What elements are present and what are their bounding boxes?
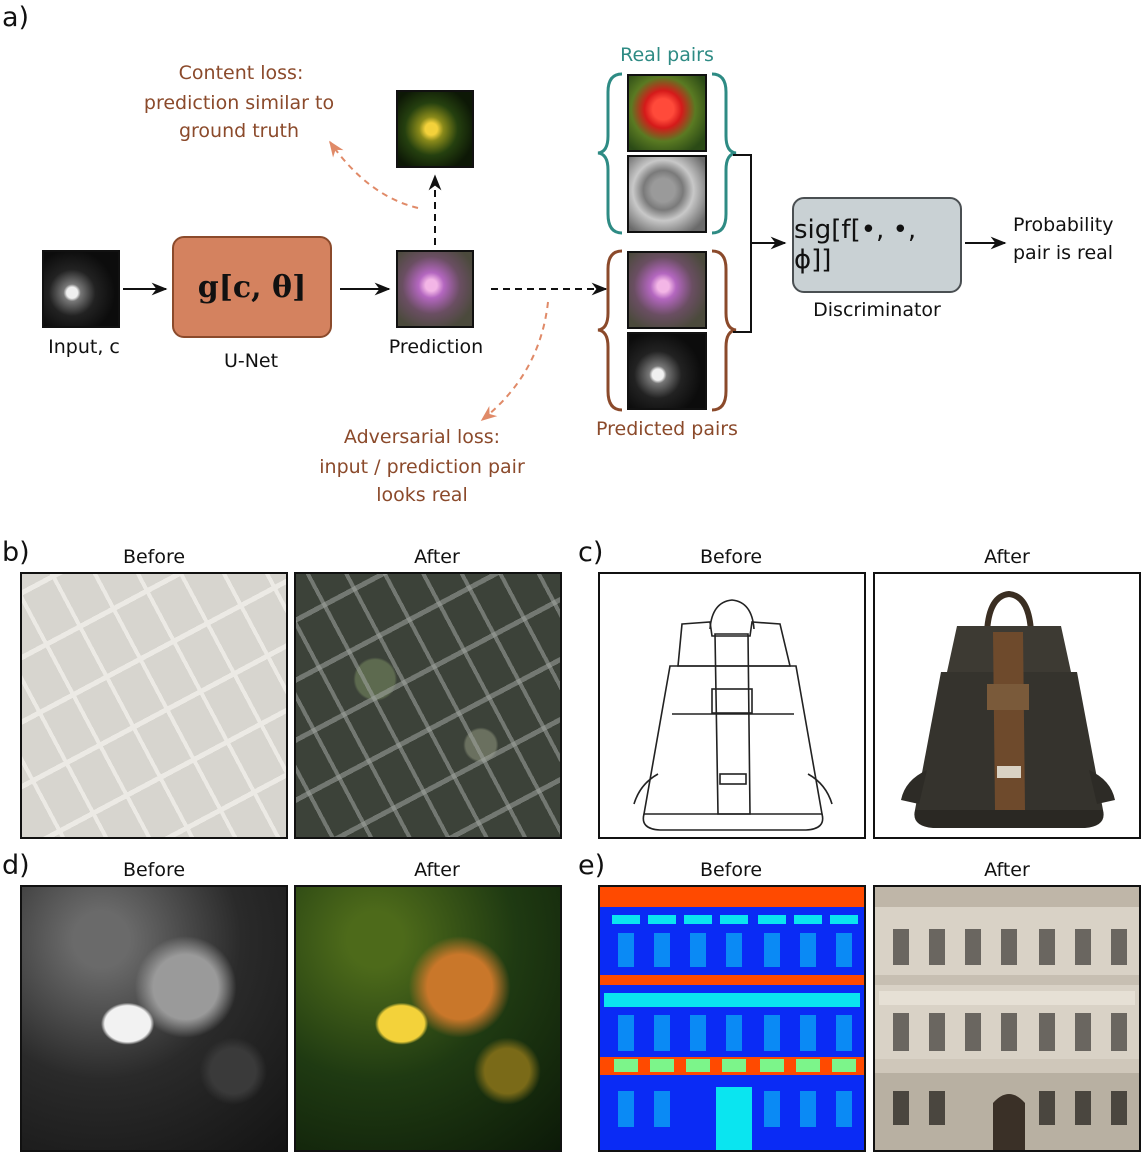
real-pair-color-image <box>627 74 707 152</box>
d-after-label: After <box>414 859 460 881</box>
adversarial-loss-curve <box>480 301 549 421</box>
panel-label-a: a) <box>2 2 30 33</box>
adversarial-loss-line3: looks real <box>376 484 468 506</box>
unet-box: g[c, θ] <box>172 236 332 338</box>
c-before-label: Before <box>699 546 763 568</box>
discriminator-box: sig[f[•, •, ϕ]] <box>792 197 962 293</box>
panel-label-c: c) <box>578 537 604 568</box>
ground-truth-image <box>396 90 474 168</box>
real-pairs-label: Real pairs <box>620 44 714 66</box>
discriminator-formula: sig[f[•, •, ϕ]] <box>794 215 917 275</box>
output-line1: Probability <box>1013 214 1114 236</box>
d-before-label: Before <box>122 859 186 881</box>
prediction-label: Prediction <box>388 336 484 358</box>
e-before-label: Before <box>699 859 763 881</box>
predicted-pairs-label: Predicted pairs <box>596 418 738 440</box>
content-loss-line3: ground truth <box>178 120 300 142</box>
backpack-sketch <box>633 599 833 831</box>
real-pairs-brace-right <box>711 72 737 235</box>
b-after-satellite-image <box>294 572 562 839</box>
real-pair-gray-image <box>627 155 707 233</box>
panel-label-d: d) <box>2 850 30 881</box>
b-after-label: After <box>414 546 460 568</box>
e-after-label: After <box>984 859 1030 881</box>
c-after-backpack-image <box>873 572 1141 839</box>
b-before-map-image <box>20 572 288 839</box>
c-after-label: After <box>984 546 1030 568</box>
content-loss-line2: prediction similar to <box>143 92 335 114</box>
facade-photo <box>875 887 1139 1150</box>
adversarial-loss-title: Adversarial loss: <box>343 426 501 448</box>
c-before-sketch-image <box>598 572 866 839</box>
e-after-facade-image <box>873 885 1141 1152</box>
predicted-pairs-brace-right <box>711 249 737 412</box>
b-before-label: Before <box>122 546 186 568</box>
pairs-bracket <box>733 154 752 333</box>
content-loss-curve <box>329 140 419 209</box>
prediction-image <box>396 250 474 328</box>
e-before-labelmap-image <box>598 885 866 1152</box>
diagram-connectors <box>123 72 1007 421</box>
d-before-gray-image <box>20 885 288 1152</box>
input-image <box>42 250 120 328</box>
unet-formula: g[c, θ] <box>197 269 307 305</box>
backpack-photo <box>901 590 1115 828</box>
predicted-pair-gray-image <box>627 332 707 410</box>
predicted-pair-color-image <box>627 251 707 329</box>
d-after-color-image <box>294 885 562 1152</box>
output-line2: pair is real <box>1013 242 1114 264</box>
discriminator-label: Discriminator <box>813 299 941 321</box>
facade-labelmap <box>600 887 864 1150</box>
predicted-pairs-brace <box>597 249 623 412</box>
unet-label: U-Net <box>223 350 279 372</box>
content-loss-title: Content loss: <box>178 62 304 84</box>
real-pairs-brace <box>597 72 623 235</box>
input-label: Input, c <box>48 336 120 358</box>
panel-label-b: b) <box>2 537 30 568</box>
adversarial-loss-line2: input / prediction pair <box>319 456 525 478</box>
panel-label-e: e) <box>578 850 606 881</box>
